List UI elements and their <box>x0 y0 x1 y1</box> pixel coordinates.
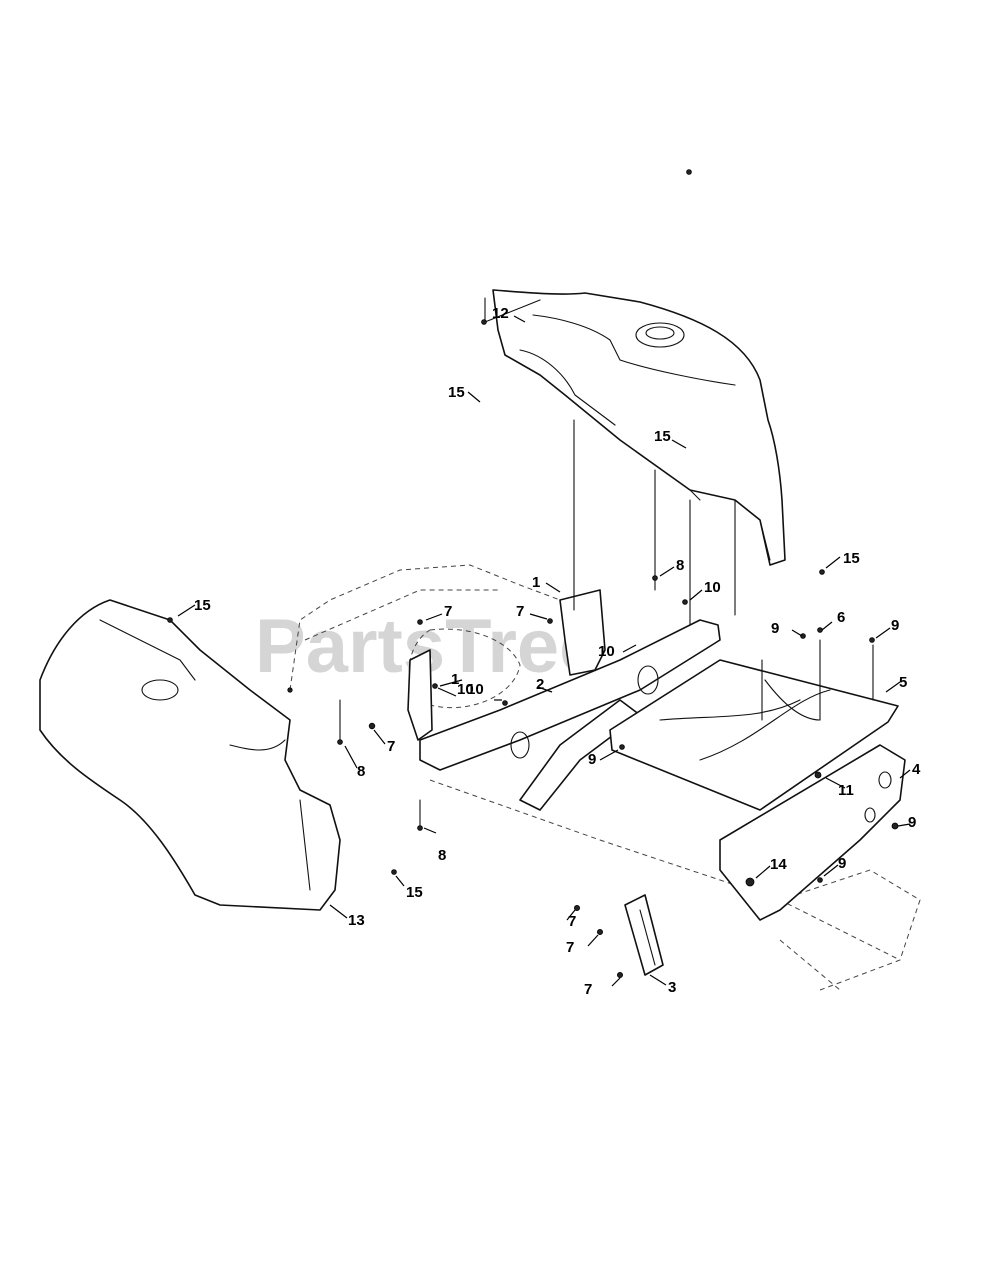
callout-9-side-right[interactable]: 9 <box>908 814 916 831</box>
part-1-brackets[interactable] <box>407 589 606 741</box>
callout-12[interactable]: 12 <box>492 305 509 322</box>
part-12-rear-body[interactable] <box>492 289 786 566</box>
callout-10-left[interactable]: 10 <box>457 681 474 698</box>
callout-15-hood-right[interactable]: 15 <box>843 550 860 567</box>
part-2-main-frame[interactable] <box>419 619 721 811</box>
callout-labels: 12 15 15 15 15 15 1 1 8 8 8 7 7 7 7 7 7 … <box>194 305 921 998</box>
callout-14[interactable]: 14 <box>770 856 787 873</box>
callout-13[interactable]: 13 <box>348 912 365 929</box>
callout-7-upper-left[interactable]: 7 <box>444 603 452 620</box>
callout-9-side-lower[interactable]: 9 <box>838 855 846 872</box>
callout-15-fender-bottom[interactable]: 15 <box>406 884 423 901</box>
callout-1-left-bracket[interactable]: 1 <box>451 671 459 688</box>
assembly-lines <box>339 297 874 831</box>
callout-5[interactable]: 5 <box>899 674 907 691</box>
callout-10-mid[interactable]: 10 <box>598 643 615 660</box>
callout-11[interactable]: 11 <box>838 782 854 799</box>
callout-9-top-right[interactable]: 9 <box>891 617 899 634</box>
callout-15-hood-left[interactable]: 15 <box>448 384 465 401</box>
callout-10-center[interactable]: 10 <box>467 681 484 698</box>
callout-8-left[interactable]: 8 <box>357 763 365 780</box>
callout-leaders <box>177 315 911 987</box>
callout-7-upper-center[interactable]: 7 <box>516 603 524 620</box>
part-3-height-bracket[interactable] <box>624 894 664 976</box>
callout-8-top[interactable]: 8 <box>676 557 684 574</box>
callout-9-top-left[interactable]: 9 <box>771 620 779 637</box>
callout-7-bracket-bottom[interactable]: 7 <box>584 981 592 998</box>
callout-7-bracket-mid[interactable]: 7 <box>566 939 574 956</box>
callout-6[interactable]: 6 <box>837 609 845 626</box>
callout-4[interactable]: 4 <box>912 761 921 778</box>
part-5-footplate[interactable] <box>609 659 899 811</box>
callout-2[interactable]: 2 <box>536 676 544 693</box>
callout-15-fender-top[interactable]: 15 <box>194 597 211 614</box>
callout-7-mid-left[interactable]: 7 <box>387 738 395 755</box>
callout-8-bottom[interactable]: 8 <box>438 847 446 864</box>
callout-10-upper-right[interactable]: 10 <box>704 579 721 596</box>
callout-15-hood-center[interactable]: 15 <box>654 428 671 445</box>
hardware-fasteners <box>167 169 899 979</box>
part-4-side-panel[interactable] <box>719 744 906 921</box>
callout-9-plate-left[interactable]: 9 <box>588 751 596 768</box>
part-13-front-fender[interactable] <box>39 599 341 911</box>
callout-7-bracket-top[interactable]: 7 <box>568 913 576 930</box>
callout-3[interactable]: 3 <box>668 979 676 996</box>
callout-1-right-bracket[interactable]: 1 <box>532 574 540 591</box>
